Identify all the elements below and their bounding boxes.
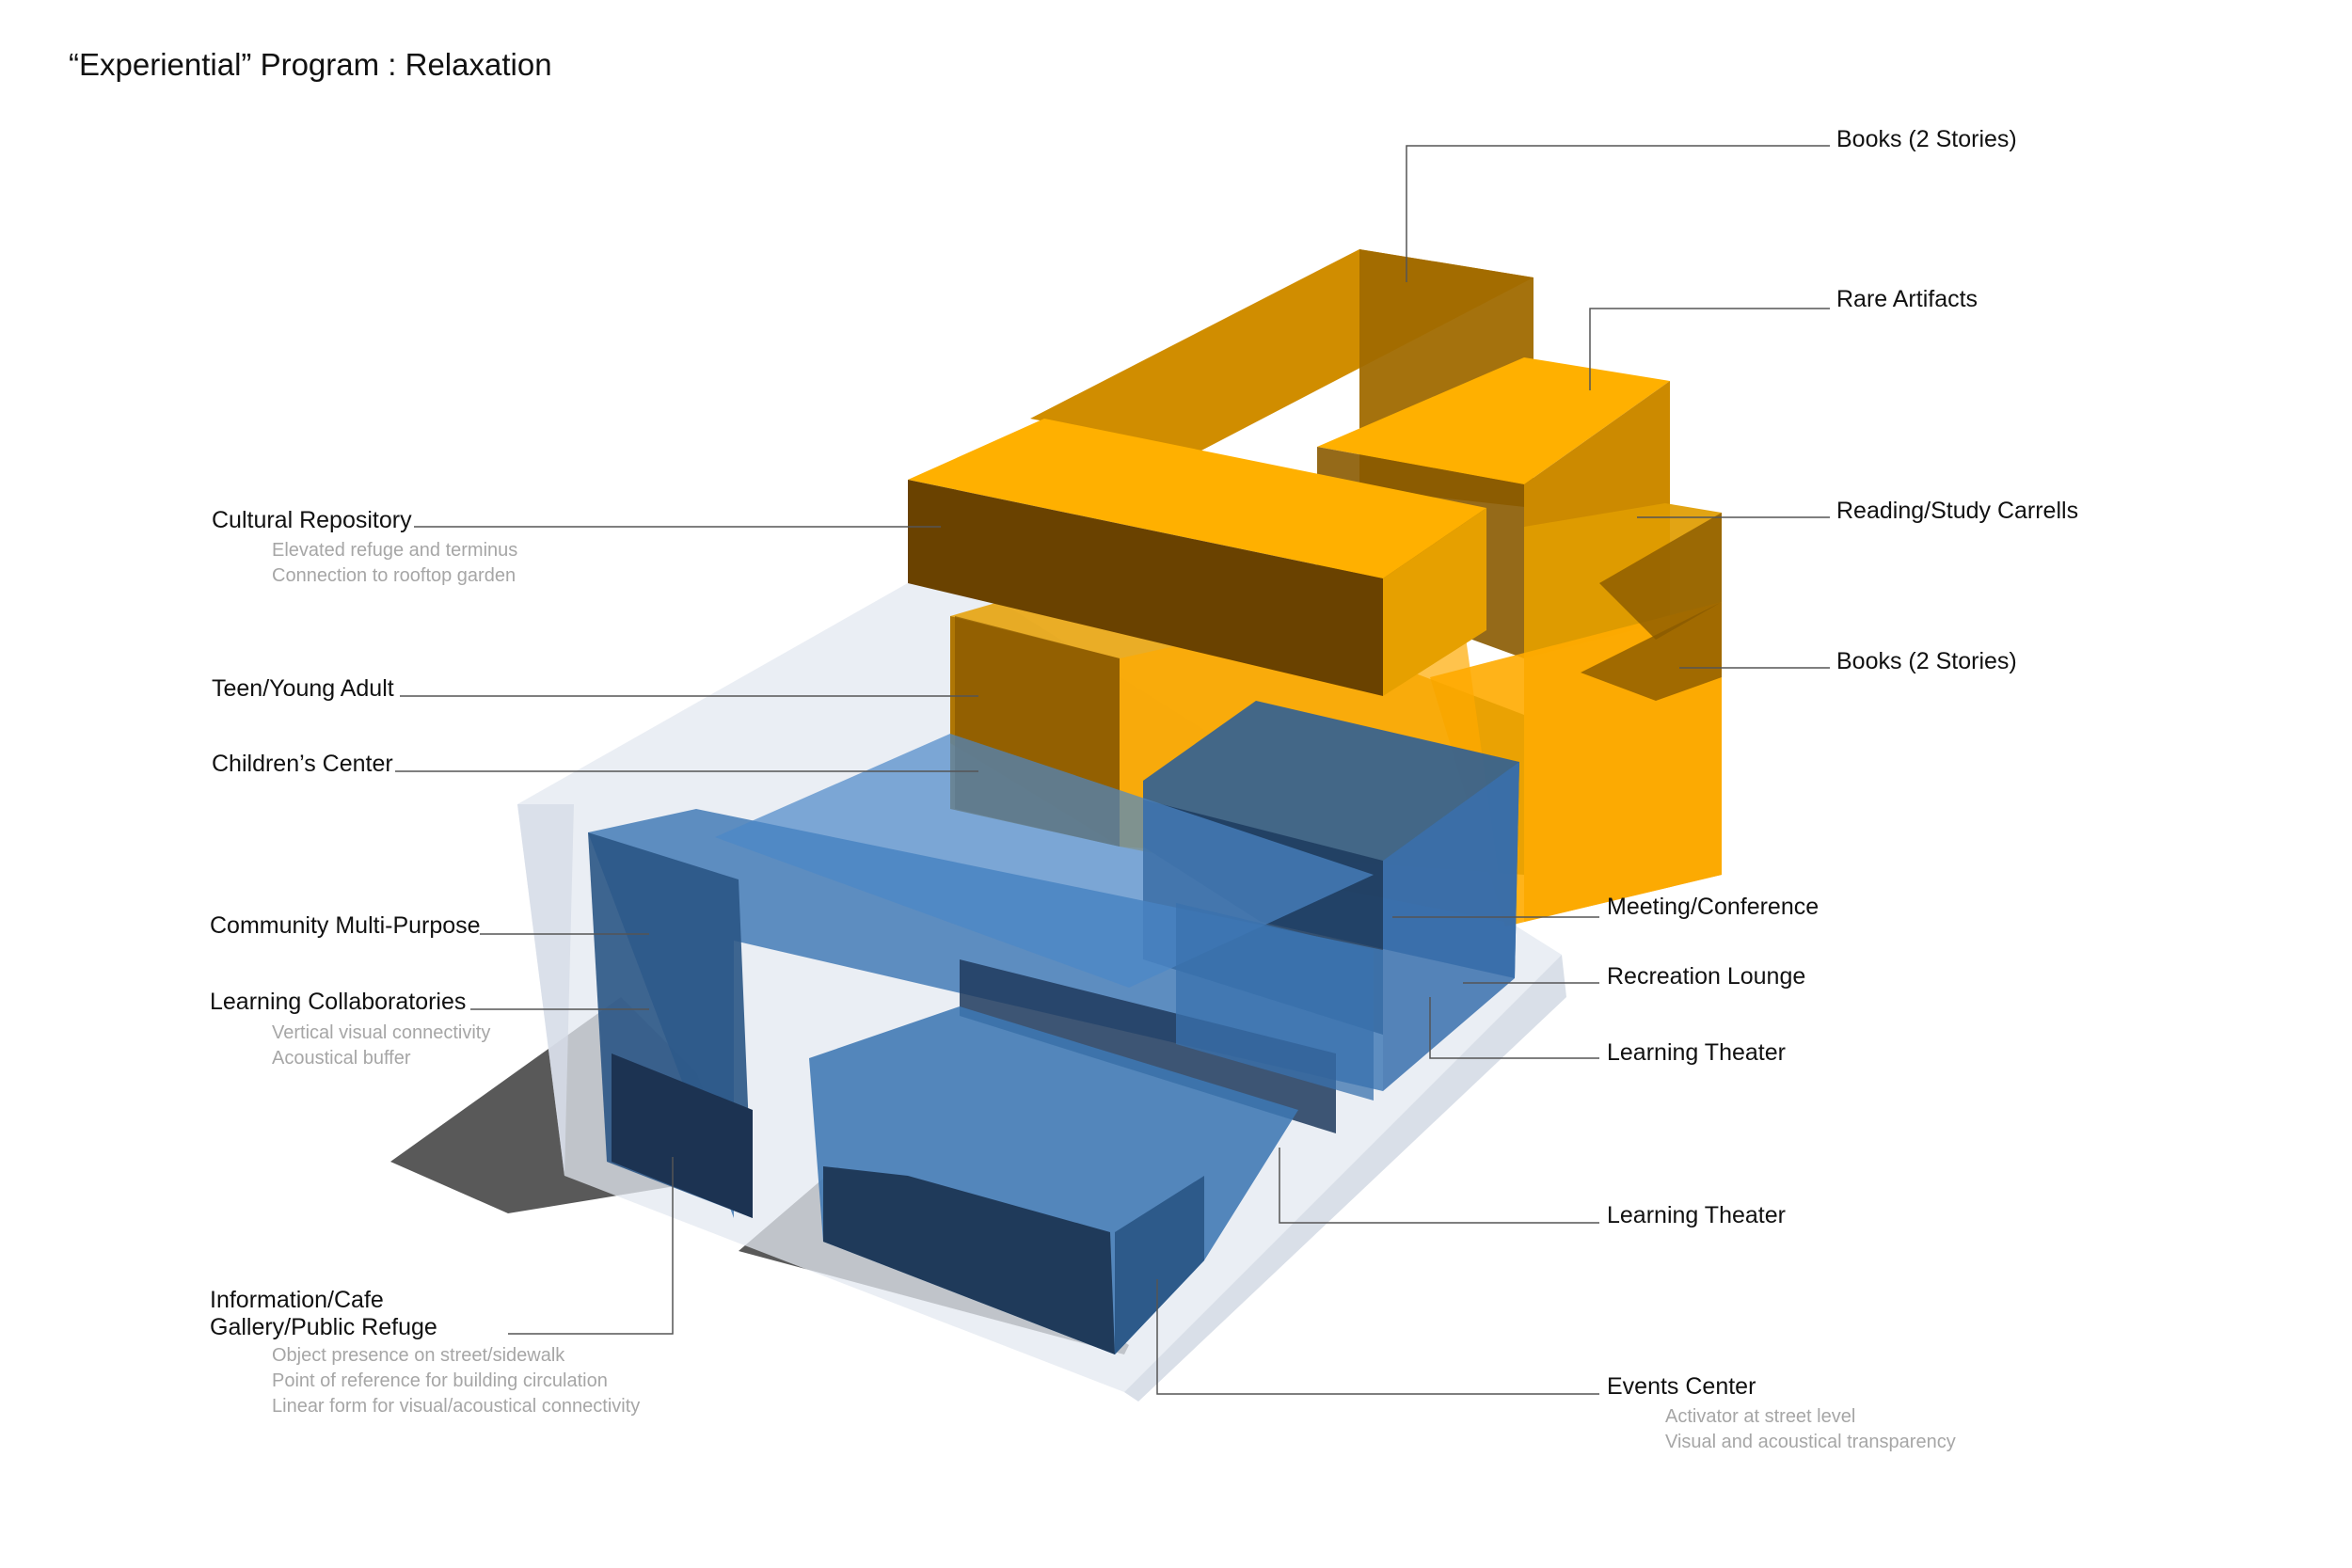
learning-collaboratories-notes: Vertical visual connectivity Acoustical … <box>272 1021 490 1071</box>
label-information-cafe-line2: Gallery/Public Refuge <box>210 1314 437 1340</box>
label-rare-artifacts: Rare Artifacts <box>1836 286 1979 312</box>
label-events-center: Events Center <box>1607 1373 1756 1400</box>
leader-learning-theater-lower <box>1279 1148 1599 1224</box>
label-books-top: Books (2 Stories) <box>1836 126 2017 152</box>
events-center-note: Activator at street level <box>1665 1406 1856 1427</box>
label-teen-young-adult: Teen/Young Adult <box>212 675 394 702</box>
label-meeting-conference: Meeting/Conference <box>1607 894 1820 920</box>
learning-collaboratories-note: Vertical visual connectivity <box>272 1022 491 1043</box>
leader-events-center <box>1156 1279 1599 1395</box>
label-reading-study-carrells: Reading/Study Carrells <box>1836 498 2079 524</box>
label-books-lower: Books (2 Stories) <box>1836 648 2017 674</box>
label-community-multipurpose: Community Multi-Purpose <box>210 912 481 939</box>
information-cafe-notes: Object presence on street/sidewalk Point… <box>272 1343 640 1419</box>
label-learning-theater-upper: Learning Theater <box>1607 1039 1786 1066</box>
leader-information-cafe <box>508 1157 674 1335</box>
events-center-notes: Activator at street level Visual and aco… <box>1665 1404 1956 1455</box>
label-childrens-center: Children’s Center <box>212 751 393 777</box>
leader-lines <box>395 145 1830 1395</box>
leader-learning-theater-upper <box>1429 997 1599 1059</box>
label-learning-theater-lower: Learning Theater <box>1607 1202 1786 1228</box>
label-learning-collaboratories: Learning Collaboratories <box>210 989 467 1015</box>
blue-volumes <box>588 701 1519 1354</box>
cultural-repository-notes: Elevated refuge and terminus Connection … <box>272 538 517 589</box>
leader-rare-artifacts <box>1589 308 1830 390</box>
leader-books-top <box>1406 145 1830 282</box>
events-center-note: Visual and acoustical transparency <box>1665 1432 1956 1452</box>
learning-collaboratories-note: Acoustical buffer <box>272 1048 411 1069</box>
label-information-cafe-line1: Information/Cafe <box>210 1287 384 1313</box>
label-cultural-repository: Cultural Repository <box>212 507 412 533</box>
label-recreation-lounge: Recreation Lounge <box>1607 963 1806 990</box>
information-cafe-note: Point of reference for building circulat… <box>272 1370 608 1391</box>
cultural-repository-note: Connection to rooftop garden <box>272 565 516 586</box>
label-information-cafe: Information/Cafe Gallery/Public Refuge <box>210 1287 437 1341</box>
information-cafe-note: Object presence on street/sidewalk <box>272 1345 565 1366</box>
cultural-repository-note: Elevated refuge and terminus <box>272 540 518 561</box>
diagram-title: “Experiential” Program : Relaxation <box>69 47 552 82</box>
information-cafe-note: Linear form for visual/acoustical connec… <box>272 1396 641 1417</box>
